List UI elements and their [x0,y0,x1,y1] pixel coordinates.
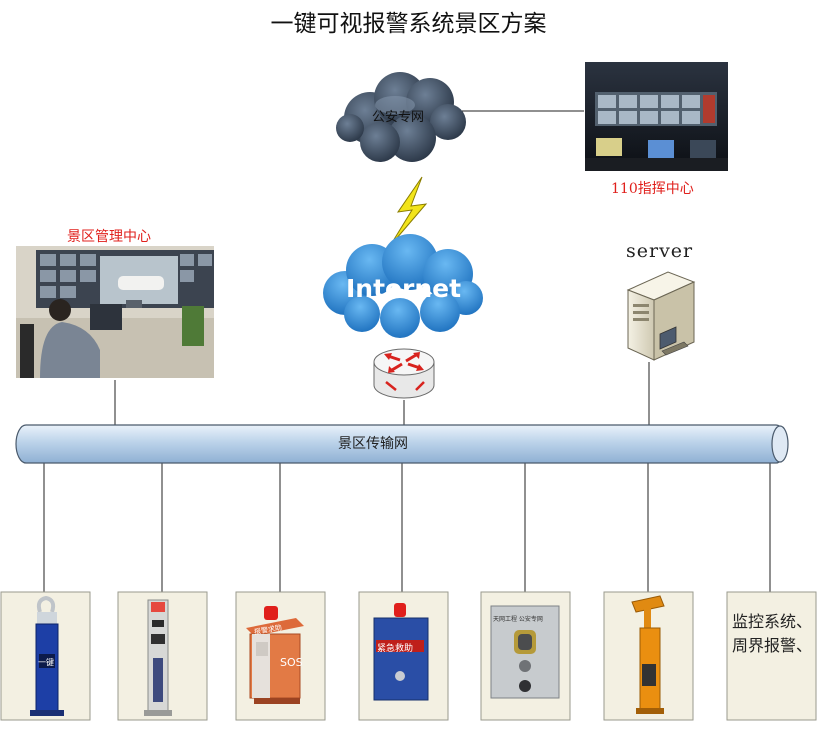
server-icon [626,271,696,361]
management-center-label: 景区管理中心 [67,229,151,245]
transmission-network-label: 景区传输网 [338,436,408,452]
police-network-label: 公安专网 [372,110,425,125]
pillar-alarm-terminal-icon [0,591,91,721]
command-center-label: 110指挥中心 [611,181,694,197]
router-icon [373,348,435,399]
column-emergency-station-icon [117,591,208,721]
intercom-text: 天网工程 公安专网 [493,616,543,623]
sos-text: SOS [280,656,303,669]
emergency-text: 紧急救助 [377,644,414,654]
management-center-photo [16,246,214,378]
orange-solar-pole-alarm-icon [603,591,694,721]
pillar-screen-text: 一键 [38,658,54,667]
diagram-title: 一键可视报警系统景区方案 [270,11,547,37]
police-network-cloud-icon [336,72,466,162]
emergency-help-box-icon [358,591,449,721]
server-label: server [626,240,694,262]
internet-label: Internet [346,274,462,303]
surveillance-perimeter-text: 监控系统、周界报警、 [731,612,812,655]
wall-intercom-panel-icon [480,591,571,721]
sos-alarm-box-icon [235,591,326,721]
internet-cloud-icon [323,234,483,338]
surveillance-box [726,591,817,721]
command-center-photo [585,62,728,171]
transmission-network-bus [15,424,789,464]
